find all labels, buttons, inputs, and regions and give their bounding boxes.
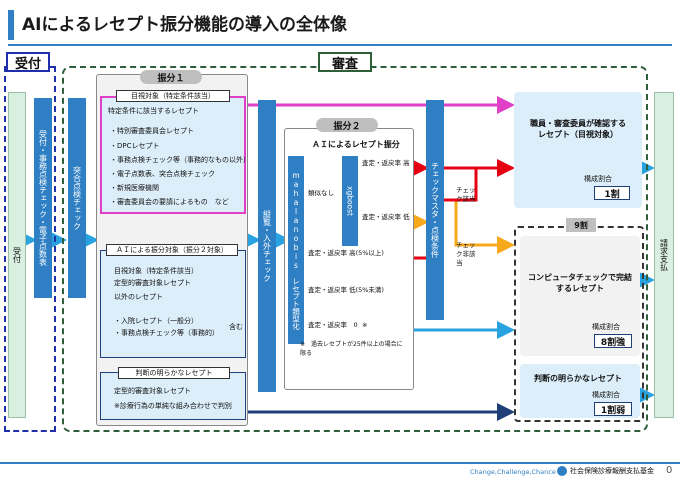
mahalanobis-label: mahalanobis レセプト類型化 — [291, 170, 301, 330]
visual-result-ratio-label: 構成割合 — [584, 175, 612, 183]
visual-target-box — [100, 96, 246, 214]
visual-item: ・DPCレセプト — [110, 142, 160, 150]
visual-item: ・審査委員会の要請によるもの など — [110, 198, 229, 206]
ai-sub-note: 含む — [229, 323, 243, 331]
ai-sub-item: ・事務点検チェック等（事務的） — [114, 329, 219, 337]
unclear-item: 定型的審査対象レセプト — [114, 387, 191, 395]
unclear-box — [100, 372, 246, 420]
clear-result-title: 判断の明らかなレセプト — [534, 374, 622, 383]
title-underline — [8, 44, 672, 46]
tateyoko-check-column: 縦覧・入外チェック — [258, 100, 276, 392]
similar-none-label: 類似なし — [308, 189, 334, 197]
visual-item: ・電子点数表、突合点検チェック — [110, 170, 215, 178]
check-miss-label: チェック非該当 — [456, 241, 476, 267]
reception-column-label: 受付 — [12, 247, 22, 263]
visual-item: ・新規医療機関 — [110, 184, 159, 192]
visual-target-header: 特定条件に該当するレセプト — [108, 107, 199, 115]
rate-row: 査定・返戻率 低(5%未満) — [308, 286, 384, 294]
rate-row: 査定・返戻率 高 — [362, 159, 410, 167]
visual-item: ・事務点検チェック等（事務的なもの以外） — [110, 156, 250, 164]
clear-result-ratio: 1割弱 — [594, 402, 632, 416]
xgboost-label: xgboost — [345, 186, 355, 216]
footer-line — [0, 462, 680, 464]
title-bar-accent — [8, 10, 14, 40]
page-number: 0 — [666, 465, 673, 476]
mahalanobis-column: mahalanobis レセプト類型化 — [288, 156, 304, 344]
nine-tenths-label: 9割 — [566, 218, 596, 232]
page-title: AIによるレセプト振分機能の導入の全体像 — [22, 15, 347, 35]
ai-item: 目視対象（特定条件該当） — [114, 267, 198, 275]
rate-row: 査定・返戻率 低 — [362, 213, 410, 221]
ai-item: 定型的審査対象レセプト — [114, 279, 191, 287]
furiwake2-footnote: ※ 過去レセプトが25件以上の場合に限る — [300, 341, 403, 357]
computer-result-title: コンピュータチェックで完結するレセプト — [528, 273, 632, 293]
office-check-label: 受付・事務点検チェック・電子点数表 — [38, 130, 48, 266]
unclear-title: 判断の明らかなレセプト — [118, 367, 230, 379]
tateyoko-check-label: 縦覧・入外チェック — [262, 210, 272, 282]
rate-row-note: ※ — [362, 321, 368, 329]
xgboost-column: xgboost — [342, 156, 358, 246]
totsugo-check-label: 突合点検チェック — [72, 166, 82, 230]
computer-result-ratio: 8割強 — [594, 334, 632, 348]
checkmaster-column: チェックマスタ・点検条件 — [426, 100, 444, 320]
review-section-label: 審査 — [318, 52, 372, 72]
totsugo-check-column: 突合点検チェック — [68, 98, 86, 298]
billing-label: 請求支払 — [659, 239, 669, 271]
clear-result-ratio-label: 構成割合 — [592, 391, 620, 399]
reception-column: 受付 — [8, 92, 26, 418]
footer-slogan: Change,Challenge,Chance — [470, 468, 556, 476]
ai-target-title: ＡＩによる振分対象（振分２対象） — [106, 244, 238, 256]
rate-row: 査定・返戻率 0 — [308, 321, 358, 329]
unclear-item: ※診療行為の単純な組み合わせで判別 — [114, 402, 232, 410]
checkmaster-label: チェックマスタ・点検条件 — [430, 162, 440, 258]
visual-target-title: 目視対象（特定条件該当） — [116, 90, 230, 102]
reception-section-label: 受付 — [6, 52, 50, 72]
visual-result-title: 職員・審査委員が確認するレセプト（目視対象） — [530, 119, 626, 139]
org-logo-icon — [557, 466, 567, 476]
billing-column: 請求支払 — [654, 92, 674, 418]
ai-item: 以外のレセプト — [114, 293, 163, 301]
rate-row: 査定・返戻率 高(5%以上) — [308, 249, 384, 257]
check-hit-label: チェック該当 — [456, 186, 476, 203]
computer-result-ratio-label: 構成割合 — [592, 323, 620, 331]
furiwake1-label: 振分１ — [140, 70, 202, 84]
visual-result-ratio: 1割 — [594, 186, 630, 200]
furiwake2-label: 振分２ — [316, 118, 378, 132]
visual-item: ・特別審査委員会レセプト — [110, 127, 194, 135]
furiwake2-title: ＡＩによるレセプト振分 — [312, 140, 400, 149]
office-check-column: 受付・事務点検チェック・電子点数表 — [34, 98, 52, 298]
footer-org: 社会保険診療報酬支払基金 — [570, 467, 654, 475]
ai-sub-item: ・入院レセプト（一般分） — [114, 317, 198, 325]
